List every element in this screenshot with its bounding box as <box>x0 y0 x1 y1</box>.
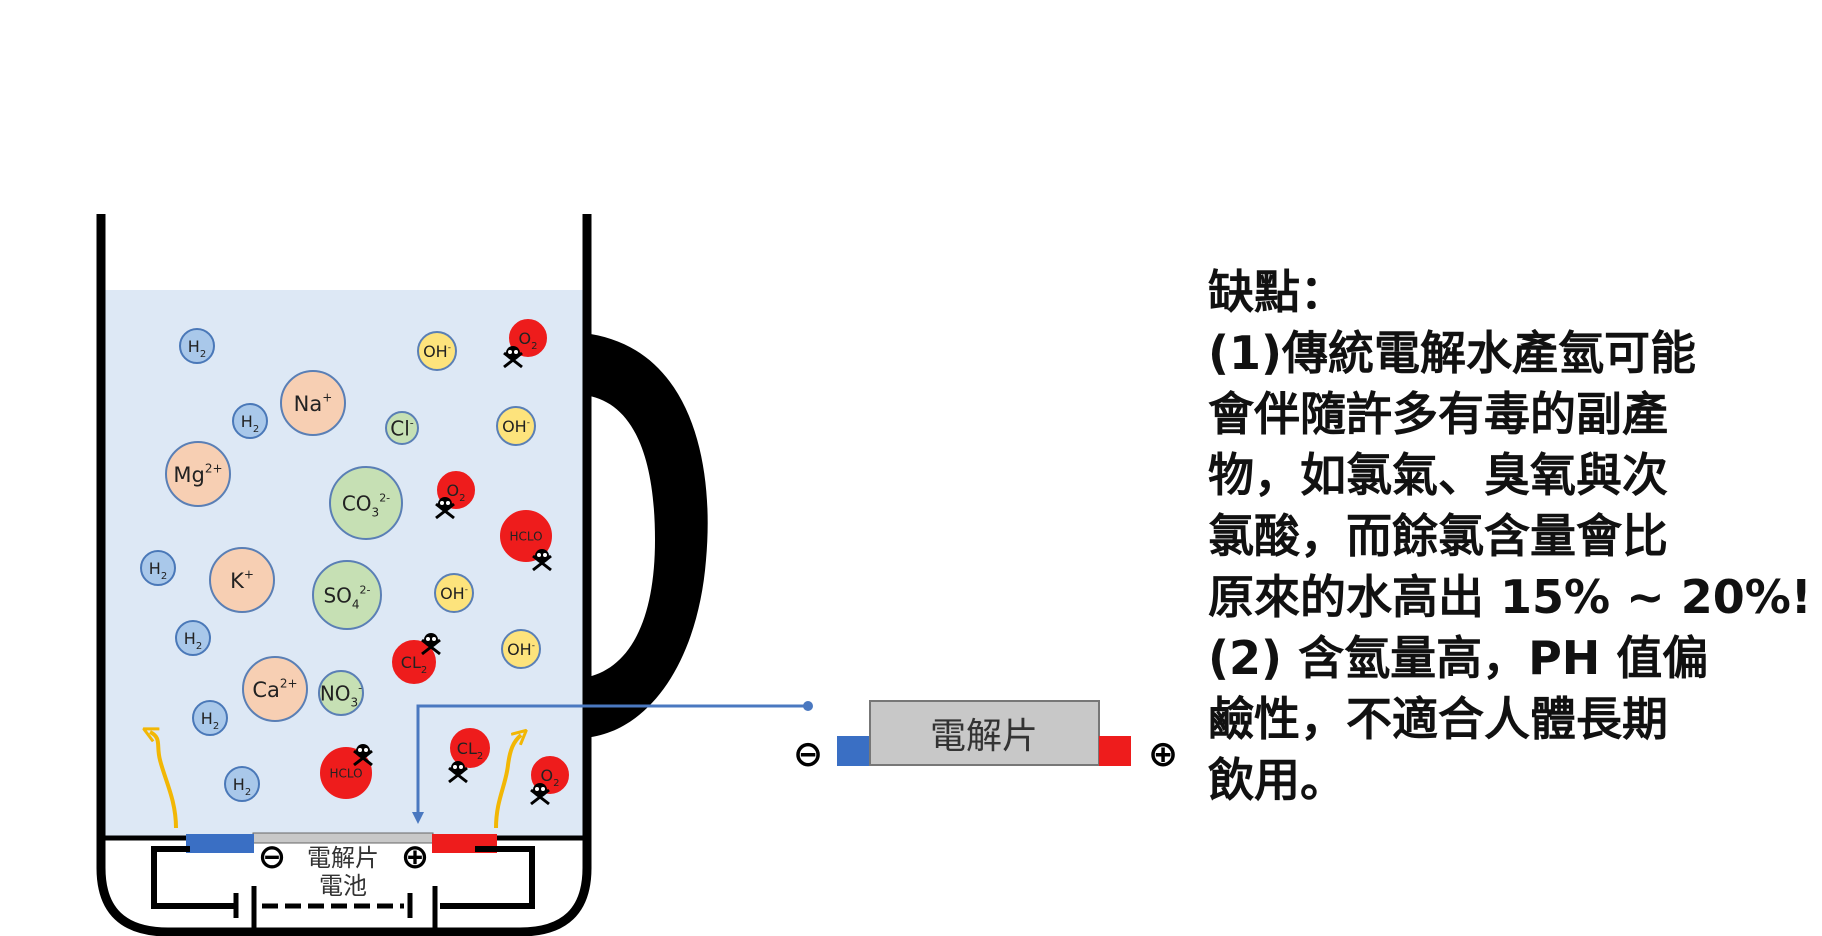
ion-toxic-circle <box>509 319 547 357</box>
description-line: 會伴隨許多有毒的副產 <box>1208 387 1668 441</box>
ion-label: O2 <box>541 766 560 789</box>
ion-h2-circle <box>140 550 176 586</box>
skull-crossbones-icon <box>353 744 373 767</box>
ion-label: K+ <box>230 568 254 593</box>
detail-electrode-body <box>869 700 1100 766</box>
ion-label: H2 <box>184 629 202 652</box>
ion-label: H2 <box>233 775 251 798</box>
ion-cation-circle <box>242 656 308 722</box>
skull-crossbones-icon <box>448 761 468 784</box>
skull-crossbones-icon <box>435 497 455 520</box>
ion-label: H2 <box>241 412 259 435</box>
cup-plus-symbol: ⊕ <box>401 837 430 877</box>
detail-electrode-label: 電解片 <box>930 716 1038 757</box>
ion-oh-circle <box>417 331 457 371</box>
description-line: 氯酸，而餘氯含量會比 <box>1208 509 1668 563</box>
ion-label: NO3- <box>320 682 362 710</box>
ion-h2-circle <box>179 328 215 364</box>
skull-crossbones-icon <box>421 633 441 656</box>
ion-anion-circle <box>312 560 382 630</box>
pointer-line <box>412 704 808 824</box>
description-line: (1)傳統電解水產氫可能 <box>1208 326 1697 380</box>
skull-crossbones-icon <box>532 549 552 572</box>
cup-outline <box>96 214 592 936</box>
cup-negative-plate <box>186 834 254 853</box>
mug-handle <box>583 333 708 738</box>
ion-label: CL2 <box>457 739 483 762</box>
cup-electrode-label: 電解片 <box>307 844 379 872</box>
description-line: (2) 含氫量高，PH 值偏 <box>1208 631 1709 685</box>
detail-positive-plate <box>1099 736 1131 766</box>
ion-oh-circle <box>434 573 474 613</box>
detail-plus-symbol: ⊕ <box>1148 734 1178 775</box>
skull-crossbones-icon <box>530 783 550 806</box>
description-line: 飲用。 <box>1208 753 1346 807</box>
ion-cation-circle <box>280 370 346 436</box>
cup-battery-label: 電池 <box>319 872 367 900</box>
ion-cation-circle <box>209 547 275 613</box>
skull-crossbones-icon <box>503 346 523 369</box>
ion-h2-circle <box>232 403 268 439</box>
ion-toxic-circle <box>500 510 552 562</box>
ion-label: HCLO <box>329 767 362 781</box>
circuit-right-wire <box>440 846 535 909</box>
ion-anion-circle <box>329 466 403 540</box>
ion-label: O2 <box>519 329 538 352</box>
ion-oh-circle <box>496 406 536 446</box>
ion-anion-circle <box>318 670 364 716</box>
ion-h2-circle <box>175 620 211 656</box>
cup-minus-symbol: ⊖ <box>258 837 287 877</box>
ion-label: Cl- <box>390 417 414 441</box>
description-heading: 缺點： <box>1208 265 1346 319</box>
description-line: 原來的水高出 15% ~ 20%! <box>1208 570 1812 624</box>
ion-label: Na+ <box>294 391 333 416</box>
ion-label: Mg2+ <box>173 462 222 487</box>
ions-layer: H2H2H2H2H2H2Na+Mg2+K+Ca2+CO32-SO42-Cl-NO… <box>140 319 569 806</box>
ion-label: OH- <box>502 417 530 436</box>
ion-label: CO32- <box>342 492 390 520</box>
detail-negative-plate <box>837 736 869 766</box>
description-line: 物，如氯氣、臭氧與次 <box>1208 448 1668 502</box>
ion-oh-circle <box>501 629 541 669</box>
ion-label: SO42- <box>323 584 370 612</box>
description-line: 鹼性，不適合人體長期 <box>1208 692 1668 746</box>
detail-minus-symbol: ⊖ <box>793 734 823 775</box>
circuit-left-wire <box>151 846 236 909</box>
ion-toxic-circle <box>450 728 490 768</box>
ion-anion-circle <box>385 411 419 445</box>
ion-label: OH- <box>423 342 451 361</box>
disadvantage-description: 缺點： (1)傳統電解水產氫可能 會伴隨許多有毒的副產 物，如氯氣、臭氧與次 氯… <box>1208 262 1812 811</box>
bubble-arrow-right <box>494 735 521 829</box>
ion-label: H2 <box>201 709 219 732</box>
ion-label: Ca2+ <box>252 677 297 702</box>
ion-h2-circle <box>224 766 260 802</box>
ion-label: OH- <box>507 640 535 659</box>
ion-label: O2 <box>447 481 466 504</box>
ion-cation-circle <box>165 441 231 507</box>
ion-label: OH- <box>440 584 468 603</box>
ion-h2-circle <box>192 700 228 736</box>
ion-label: H2 <box>149 559 167 582</box>
ion-label: H2 <box>188 337 206 360</box>
ion-label: HCLO <box>509 530 542 544</box>
ion-label: CL2 <box>401 653 427 676</box>
bubble-arrow-left <box>150 732 178 829</box>
